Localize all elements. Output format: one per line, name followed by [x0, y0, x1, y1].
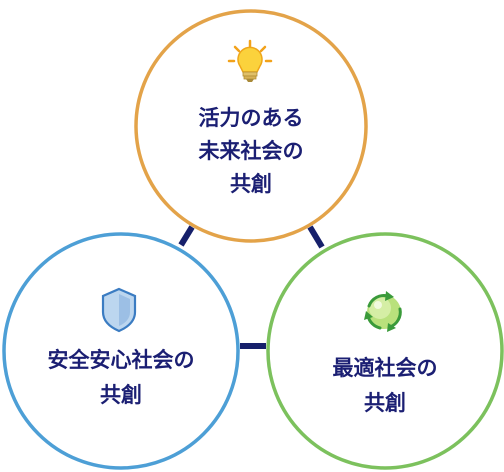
- connector-top-right: [307, 225, 325, 249]
- circle-left-label-line-1: 安全安心社会の: [48, 348, 195, 372]
- circle-top-label-line-1: 活力のある: [199, 106, 304, 130]
- circle-right-label-line-2: 共創: [364, 391, 406, 415]
- lightbulb-icon: [227, 39, 273, 82]
- recycle-icon: [364, 291, 402, 332]
- circle-right-label-line-1: 最適社会の: [333, 356, 438, 380]
- circle-top: [134, 9, 368, 243]
- circle-top-label-line-2: 未来社会の: [199, 139, 304, 163]
- shield-icon: [101, 287, 137, 333]
- circle-top-label-line-3: 共創: [230, 172, 272, 196]
- connector-top-left: [178, 225, 195, 247]
- circle-left: [2, 232, 240, 470]
- circle-right: [266, 232, 504, 470]
- circle-left-label-line-2: 共創: [100, 383, 142, 407]
